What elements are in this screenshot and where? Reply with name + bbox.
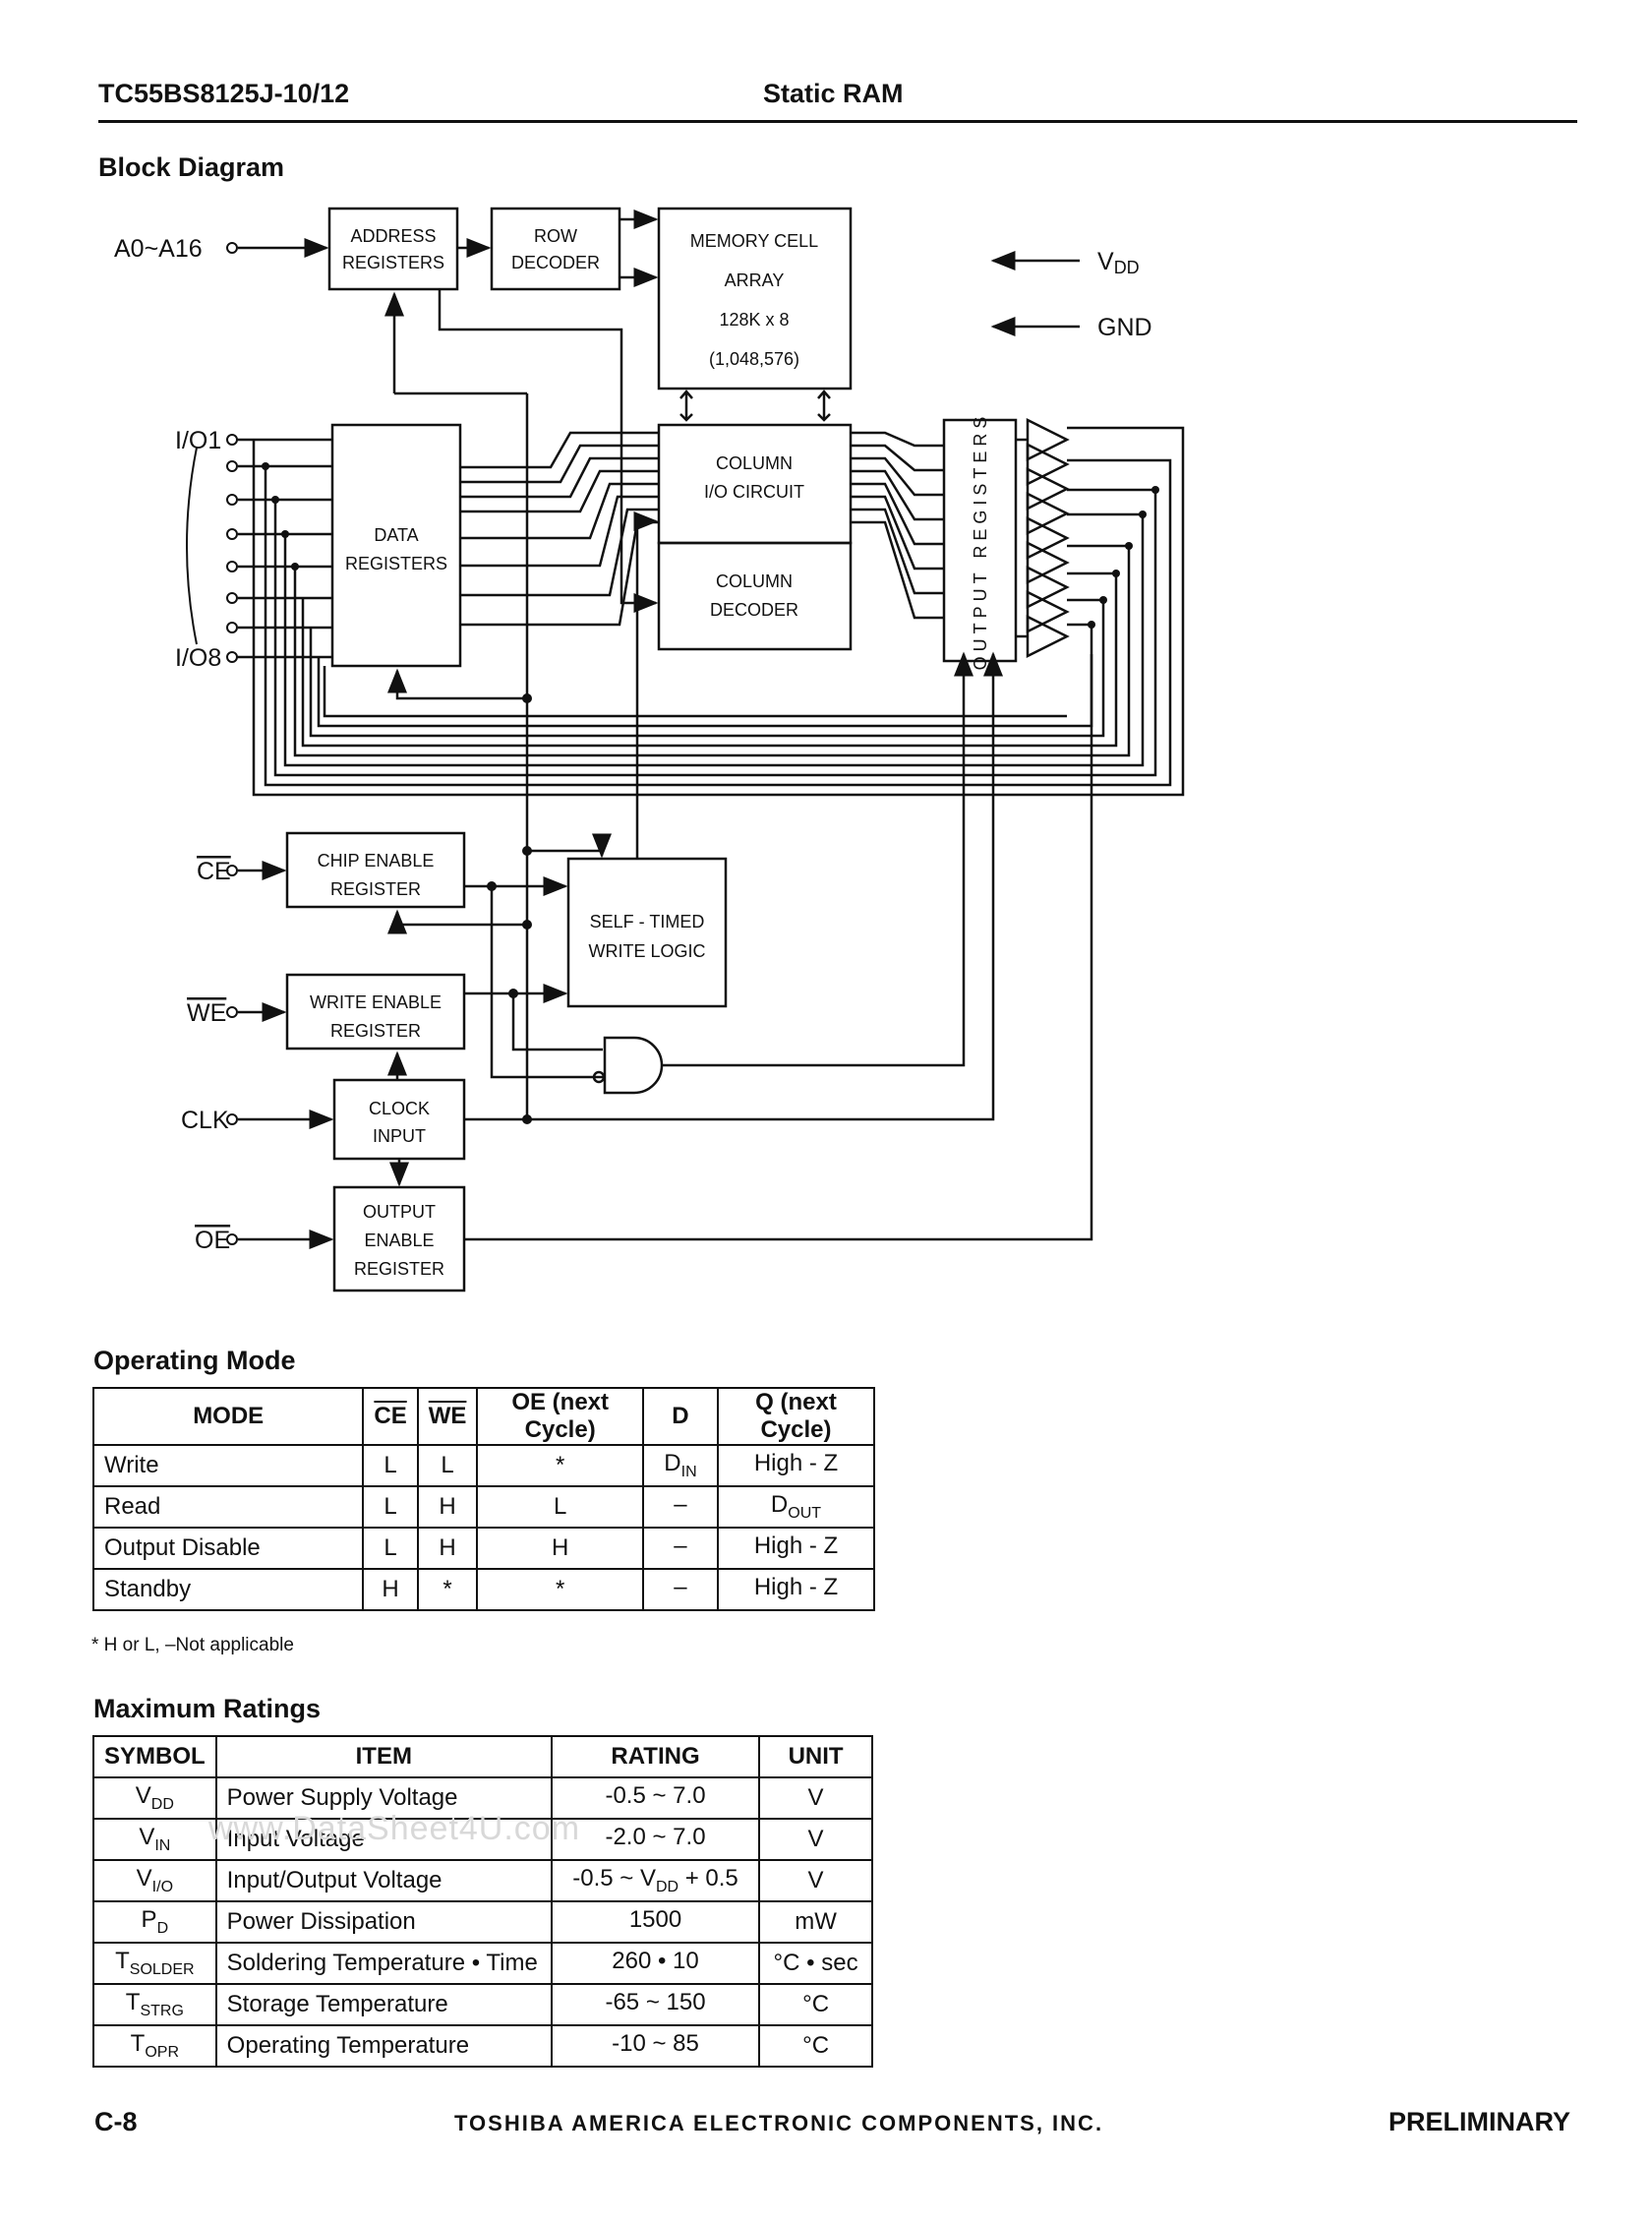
status-label: PRELIMINARY bbox=[1388, 2107, 1571, 2136]
table-row: VIN Input Voltage -2.0 ~ 7.0 V bbox=[92, 1818, 873, 1861]
memory-array-line3: 128K x 8 bbox=[719, 310, 789, 330]
clk-pin-label: CLK bbox=[181, 1107, 229, 1134]
address-pin-label: A0~A16 bbox=[114, 235, 203, 263]
table-header-row: MODE CE WE OE (next Cycle) D Q (next Cyc… bbox=[91, 1387, 876, 1446]
col-oe: OE (next Cycle) bbox=[476, 1387, 644, 1446]
operating-mode-note: * H or L, –Not applicable bbox=[91, 1635, 294, 1655]
oe-pin-label: OE bbox=[195, 1227, 230, 1254]
operating-mode-title: Operating Mode bbox=[93, 1346, 296, 1375]
chip-enable-line1: CHIP ENABLE bbox=[318, 851, 435, 871]
table-row: TOPR Operating Temperature -10 ~ 85 °C bbox=[92, 2024, 873, 2068]
clock-input-line2: INPUT bbox=[373, 1126, 426, 1146]
row-decoder-block bbox=[490, 207, 621, 291]
row-decoder-line1: ROW bbox=[534, 226, 577, 246]
column-decoder-block bbox=[657, 541, 853, 651]
column-io-line1: COLUMN bbox=[716, 453, 793, 473]
output-enable-line3: REGISTER bbox=[354, 1259, 444, 1279]
self-timed-line2: WRITE LOGIC bbox=[588, 941, 705, 961]
col-q: Q (next Cycle) bbox=[716, 1387, 876, 1446]
column-decoder-line1: COLUMN bbox=[716, 571, 793, 591]
output-buffers bbox=[1016, 417, 1070, 659]
maximum-ratings-title: Maximum Ratings bbox=[93, 1694, 322, 1723]
header-rule bbox=[98, 120, 1577, 123]
data-registers-line1: DATA bbox=[374, 525, 418, 545]
column-decoder-line2: DECODER bbox=[710, 600, 798, 620]
self-timed-line1: SELF - TIMED bbox=[590, 912, 705, 931]
col-unit: UNIT bbox=[758, 1735, 873, 1778]
watermark: www.DataSheet4U.com bbox=[208, 1810, 581, 1847]
io8-pin-label: I/O8 bbox=[175, 644, 221, 672]
col-d: D bbox=[641, 1387, 719, 1446]
company-name: TOSHIBA AMERICA ELECTRONIC COMPONENTS, I… bbox=[454, 2111, 1104, 2135]
col-symbol: SYMBOL bbox=[92, 1735, 217, 1778]
gnd-label: GND bbox=[1097, 314, 1152, 341]
ce-pin-label: CE bbox=[197, 858, 231, 885]
io1-pin-label: I/O1 bbox=[175, 427, 221, 454]
clock-input-block bbox=[332, 1078, 466, 1161]
memory-array-line4: (1,048,576) bbox=[709, 349, 799, 369]
col-item: ITEM bbox=[214, 1735, 553, 1778]
write-enable-line2: REGISTER bbox=[330, 1021, 421, 1041]
table-row: PD Power Dissipation 1500 mW bbox=[92, 1900, 873, 1944]
col-mode: MODE bbox=[91, 1387, 365, 1446]
memory-cell-array-block bbox=[657, 207, 853, 391]
block-diagram: A0~A16 I/O1 I/O8 CE WE CLK OE VDD GND AD… bbox=[114, 207, 1185, 1292]
and-gate bbox=[603, 1036, 664, 1095]
col-we: WE bbox=[416, 1387, 479, 1446]
document-title: Static RAM bbox=[763, 79, 904, 108]
block-diagram-title: Block Diagram bbox=[98, 152, 285, 182]
table-row: TSOLDER Soldering Temperature • Time 260… bbox=[92, 1942, 873, 1985]
data-registers-block bbox=[330, 423, 462, 668]
table-header-row: SYMBOL ITEM RATING UNIT bbox=[92, 1735, 873, 1778]
data-registers-line2: REGISTERS bbox=[345, 554, 447, 573]
address-registers-block bbox=[327, 207, 459, 291]
output-registers-block bbox=[942, 418, 1018, 663]
table-row: VI/O Input/Output Voltage -0.5 ~ VDD + 0… bbox=[92, 1859, 873, 1902]
col-rating: RATING bbox=[550, 1735, 761, 1778]
output-enable-line1: OUTPUT bbox=[363, 1202, 436, 1222]
write-enable-line1: WRITE ENABLE bbox=[310, 992, 442, 1012]
part-number: TC55BS8125J-10/12 bbox=[98, 79, 350, 108]
chip-enable-line2: REGISTER bbox=[330, 879, 421, 899]
maximum-ratings-table: SYMBOL ITEM RATING UNIT VDD Power Supply… bbox=[92, 1735, 873, 2068]
memory-array-line1: MEMORY CELL bbox=[690, 231, 818, 251]
table-row: VDD Power Supply Voltage -0.5 ~ 7.0 V bbox=[92, 1776, 873, 1820]
vdd-label: VDD bbox=[1097, 248, 1140, 277]
output-enable-line2: ENABLE bbox=[364, 1231, 434, 1250]
address-registers-line2: REGISTERS bbox=[342, 253, 444, 272]
write-enable-register-block bbox=[285, 973, 466, 1051]
clock-input-line1: CLOCK bbox=[369, 1099, 430, 1118]
address-registers-line1: ADDRESS bbox=[350, 226, 436, 246]
memory-array-line2: ARRAY bbox=[725, 270, 785, 290]
operating-mode-table: MODE CE WE OE (next Cycle) D Q (next Cyc… bbox=[91, 1387, 876, 1611]
self-timed-write-logic-block bbox=[566, 857, 728, 1008]
output-registers-label: OUTPUT REGISTERS bbox=[971, 412, 990, 671]
chip-enable-register-block bbox=[285, 831, 466, 909]
column-io-line2: I/O CIRCUIT bbox=[704, 482, 804, 502]
table-row: TSTRG Storage Temperature -65 ~ 150 °C bbox=[92, 1983, 873, 2026]
row-decoder-line2: DECODER bbox=[511, 253, 600, 272]
page-number: C-8 bbox=[94, 2107, 138, 2136]
col-ce: CE bbox=[362, 1387, 419, 1446]
we-pin-label: WE bbox=[187, 999, 226, 1027]
